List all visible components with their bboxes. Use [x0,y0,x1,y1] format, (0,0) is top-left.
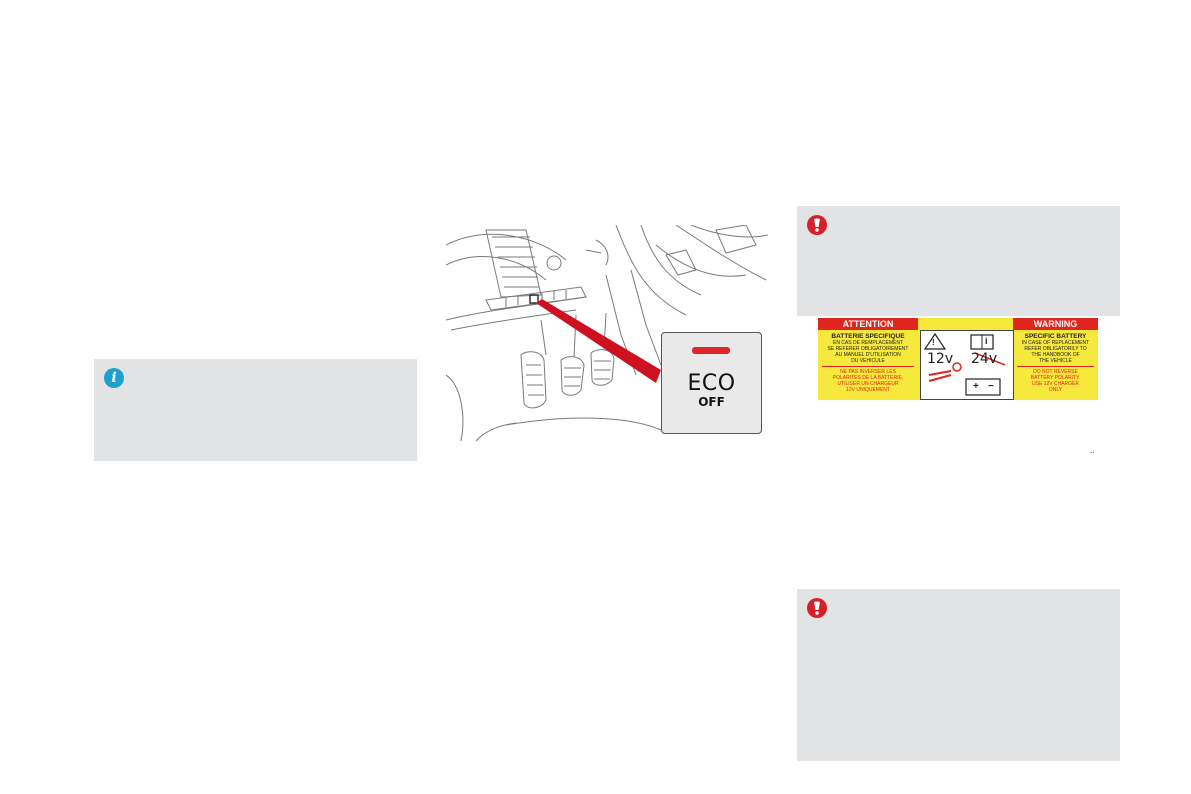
left-warn-3: UTILISER UN CHARGEUR [837,381,899,387]
warn-triangle-symbol: ! [932,338,935,347]
battery-warning-label: ATTENTION WARNING BATTERIE SPECIFIQUE EN… [818,318,1098,400]
label-right-column: SPECIFIC BATTERY IN CASE OF REPLACEMENT … [1013,333,1098,393]
battery-pictogram [923,332,1006,396]
right-divider [1017,366,1094,367]
warning-panel-bottom [797,589,1120,761]
left-warn-1: NE PAS INVERSER LES [840,369,896,375]
battery-minus: − [988,381,994,392]
eco-label: ECO [687,371,736,396]
battery-plus: + [973,381,979,392]
label-header-right [1013,318,1098,330]
right-text-4: THE VEHICLE [1039,358,1072,364]
eco-indicator-light [692,347,730,354]
left-text-2: SE REFERER OBLIGATOIREMENT [827,346,909,352]
off-label: OFF [698,395,725,409]
dashboard-drawing [446,225,768,441]
label-header-left [818,318,918,330]
dashboard-illustration: ECO OFF [446,225,768,441]
left-divider [822,366,914,367]
right-warn-2: BATTERY POLARITY. [1030,375,1081,381]
label-left-column: BATTERIE SPECIFIQUE EN CAS DE REMPLACEME… [818,333,918,393]
left-text-1: EN CAS DE REMPLACEMENT [832,340,903,346]
left-warn-2: POLARITES DE LA BATTERIE, [832,375,904,381]
right-warn-1: DO NOT REVERSE [1033,369,1078,375]
warning-icon [807,215,827,235]
right-warn-4: ONLY [1048,387,1063,393]
voltage-24v: 24v [971,351,998,367]
eco-off-button: ECO OFF [661,332,762,434]
right-text-3: THE HANDBOOK OF [1031,352,1080,358]
label-center-box: ! i 12v 24v + − [920,330,1014,400]
stray-mark: .. [1090,446,1095,455]
left-warn-4: 12V UNIQUEMENT [846,387,890,393]
info-icon: i [104,368,124,388]
right-title: SPECIFIC BATTERY [1024,333,1087,340]
label-attention: ATTENTION [842,319,894,329]
left-text-4: DU VEHICULE [851,358,885,364]
warning-panel-top [797,206,1120,316]
voltage-12v: 12v [927,351,954,367]
info-panel: i [94,359,417,461]
right-text-2: REFER OBLIGATORILY TO [1024,346,1087,352]
left-title: BATTERIE SPECIFIQUE [831,333,905,340]
info-book-symbol: i [985,336,988,346]
label-warning: WARNING [1033,319,1078,329]
right-warn-3: USE 12V CHARGER [1032,381,1079,387]
left-text-3: AU MANUEL D'UTILISATION [835,352,901,358]
right-text-1: IN CASE OF REPLACEMENT [1021,340,1090,346]
warning-icon [807,598,827,618]
